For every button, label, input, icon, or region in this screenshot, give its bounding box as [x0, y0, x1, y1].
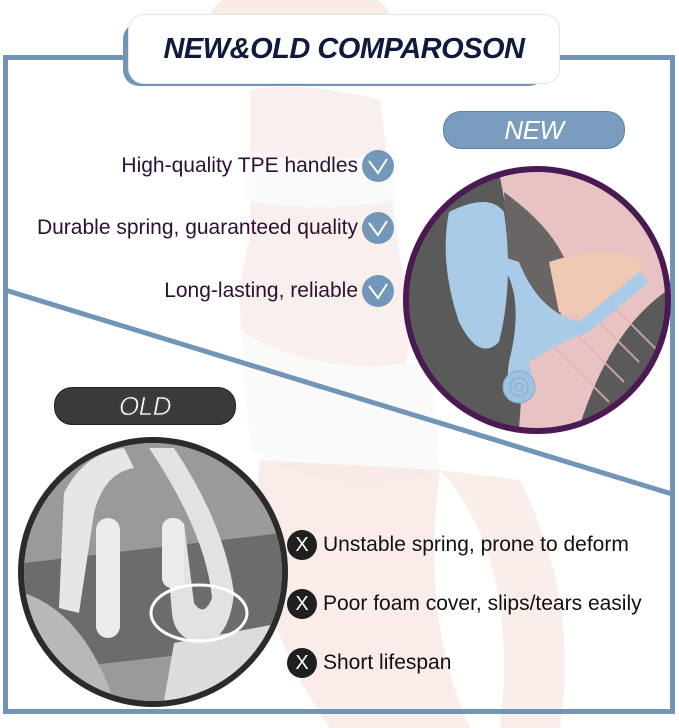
old-label: OLD [119, 390, 172, 421]
title-banner: NEW&OLD COMPAROSON [128, 14, 560, 84]
new-label-pill: NEW [443, 111, 625, 149]
new-product-image [403, 166, 671, 434]
frame-right-border [670, 55, 675, 714]
old-feature-text: Short lifespan [323, 651, 452, 674]
check-icon [362, 150, 394, 182]
new-feature-text: High-quality TPE handles [121, 154, 358, 177]
old-product-image [18, 437, 288, 707]
old-feature-item: X Short lifespan [287, 648, 451, 678]
frame-left-border [3, 55, 8, 714]
old-label-pill: OLD [54, 387, 236, 425]
x-icon: X [287, 589, 317, 619]
check-icon [362, 212, 394, 244]
new-feature-item: Long-lasting, reliable [164, 275, 394, 307]
x-icon: X [287, 648, 317, 678]
new-feature-text: Durable spring, guaranteed quality [36, 216, 358, 239]
page-title: NEW&OLD COMPAROSON [163, 32, 525, 65]
old-feature-item: X Unstable spring, prone to deform [287, 530, 629, 560]
x-icon: X [287, 530, 317, 560]
new-feature-text: Long-lasting, reliable [164, 279, 358, 302]
old-feature-item: X Poor foam cover, slips/tears easily [287, 589, 642, 619]
new-feature-item: Durable spring, guaranteed quality [37, 212, 394, 244]
check-icon [362, 275, 394, 307]
frame-bottom-border [3, 709, 675, 714]
old-feature-text: Unstable spring, prone to deform [323, 533, 629, 556]
old-feature-text: Poor foam cover, slips/tears easily [323, 592, 642, 615]
new-label: NEW [504, 114, 564, 145]
new-feature-item: High-quality TPE handles [121, 150, 394, 182]
